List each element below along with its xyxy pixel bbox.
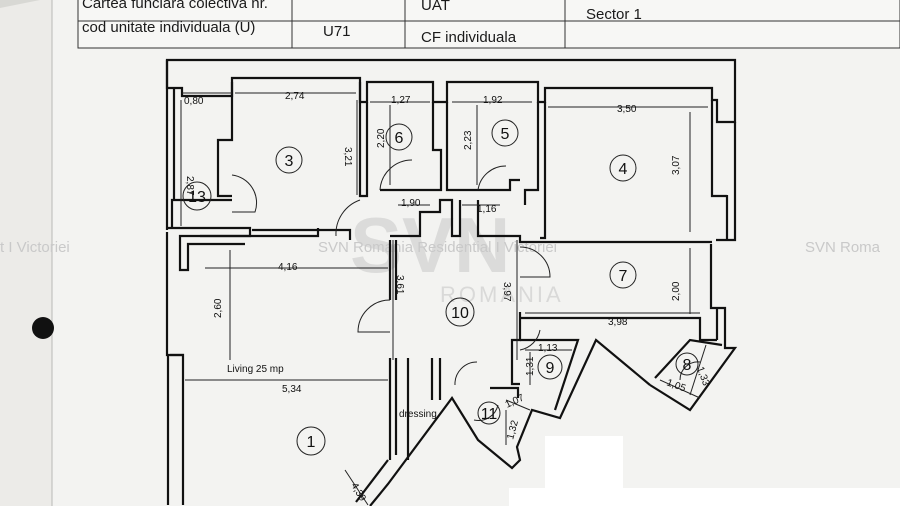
- door-swings: [231, 159, 701, 421]
- header-uat-label: UAT: [421, 0, 450, 14]
- interior-walls: [170, 82, 727, 460]
- room-7-circle: [609, 261, 637, 289]
- header-cf-individuala: CF individuala: [421, 29, 517, 46]
- header-cod-unitate-label: cod unitate individuala (U): [82, 19, 256, 36]
- dim-3-97: 3,97: [501, 282, 512, 302]
- dim-1-16: 1,16: [477, 204, 497, 215]
- dim-3-61: 3,61: [394, 275, 405, 295]
- room-3-number: 3: [285, 153, 294, 170]
- room-8-circle: [675, 352, 699, 376]
- header-carte-funciara-label: Cartea funciara colectiva nr.: [82, 0, 268, 12]
- room-5-number: 5: [501, 126, 510, 143]
- watermark-right: SVN Roma: [805, 239, 881, 256]
- room-6-number: 6: [395, 130, 404, 147]
- room-3-circle: [275, 146, 303, 174]
- dim-2-23: 2,23: [463, 130, 474, 150]
- dim-1-32: 1,32: [505, 419, 521, 441]
- room-9-circle: [537, 354, 563, 380]
- dimension-lines: [180, 92, 708, 506]
- room-5-circle: [491, 119, 519, 147]
- dim-2-00: 2,00: [671, 281, 682, 301]
- dim-3-21: 3,21: [342, 147, 353, 167]
- paper-left-margin: [0, 0, 52, 506]
- watermark-logo-sub: ROMANIA: [440, 282, 564, 307]
- room-8-number: 8: [683, 357, 692, 374]
- dim-2-74: 2,74: [285, 91, 305, 102]
- dim-0-80: 0,80: [184, 96, 204, 107]
- dim-1-13: 1,13: [538, 343, 558, 354]
- room-7-number: 7: [619, 268, 628, 285]
- dim-1-31: 1,31: [525, 356, 536, 376]
- living-label: Living 25 mp: [227, 364, 284, 375]
- paper-corner-shadow: [0, 0, 40, 8]
- room-10-number: 10: [451, 305, 469, 322]
- room-11-number: 11: [481, 406, 498, 423]
- watermark-center: SVN Romania Residential I Victoriei: [318, 239, 557, 256]
- room-4-circle: [609, 154, 637, 182]
- dim-2-20: 2,20: [376, 128, 387, 148]
- dim-1-92: 1,92: [483, 95, 503, 106]
- room-1-number: 1: [307, 434, 316, 451]
- dressing-label: dressing: [399, 409, 437, 420]
- room-markers: 3 6 5 4 13 7 10 9 8 1 11: [182, 119, 699, 456]
- punch-hole: [32, 317, 54, 339]
- dim-1-27: 1,27: [391, 95, 411, 106]
- dim-3-98: 3,98: [608, 317, 628, 328]
- header-uat-value: Sector 1: [586, 6, 642, 23]
- room-6-circle: [385, 123, 413, 151]
- dim-3-07: 3,07: [671, 155, 682, 175]
- dim-1-90: 1,90: [401, 198, 421, 209]
- dim-5-34: 5,34: [282, 384, 302, 395]
- room-13-number: 13: [188, 189, 206, 206]
- scan-blank-strip: [509, 488, 900, 506]
- watermark-left: t I Victoriei: [0, 239, 70, 256]
- dim-2-60: 2,60: [213, 298, 224, 318]
- dim-3-50: 3,50: [617, 104, 637, 115]
- dim-2-87: 2,87: [184, 176, 195, 196]
- room-4-number: 4: [619, 161, 628, 178]
- room-10-circle: [445, 297, 475, 327]
- header-table: [77, 0, 900, 49]
- room-1-circle: [296, 426, 326, 456]
- room-13-circle: [182, 181, 212, 211]
- header-unit-value: U71: [323, 23, 351, 40]
- room-9-number: 9: [546, 360, 555, 377]
- room-11-circle: [477, 401, 501, 425]
- dim-4-16: 4,16: [278, 262, 298, 273]
- watermark-logo: SVN: [350, 201, 510, 289]
